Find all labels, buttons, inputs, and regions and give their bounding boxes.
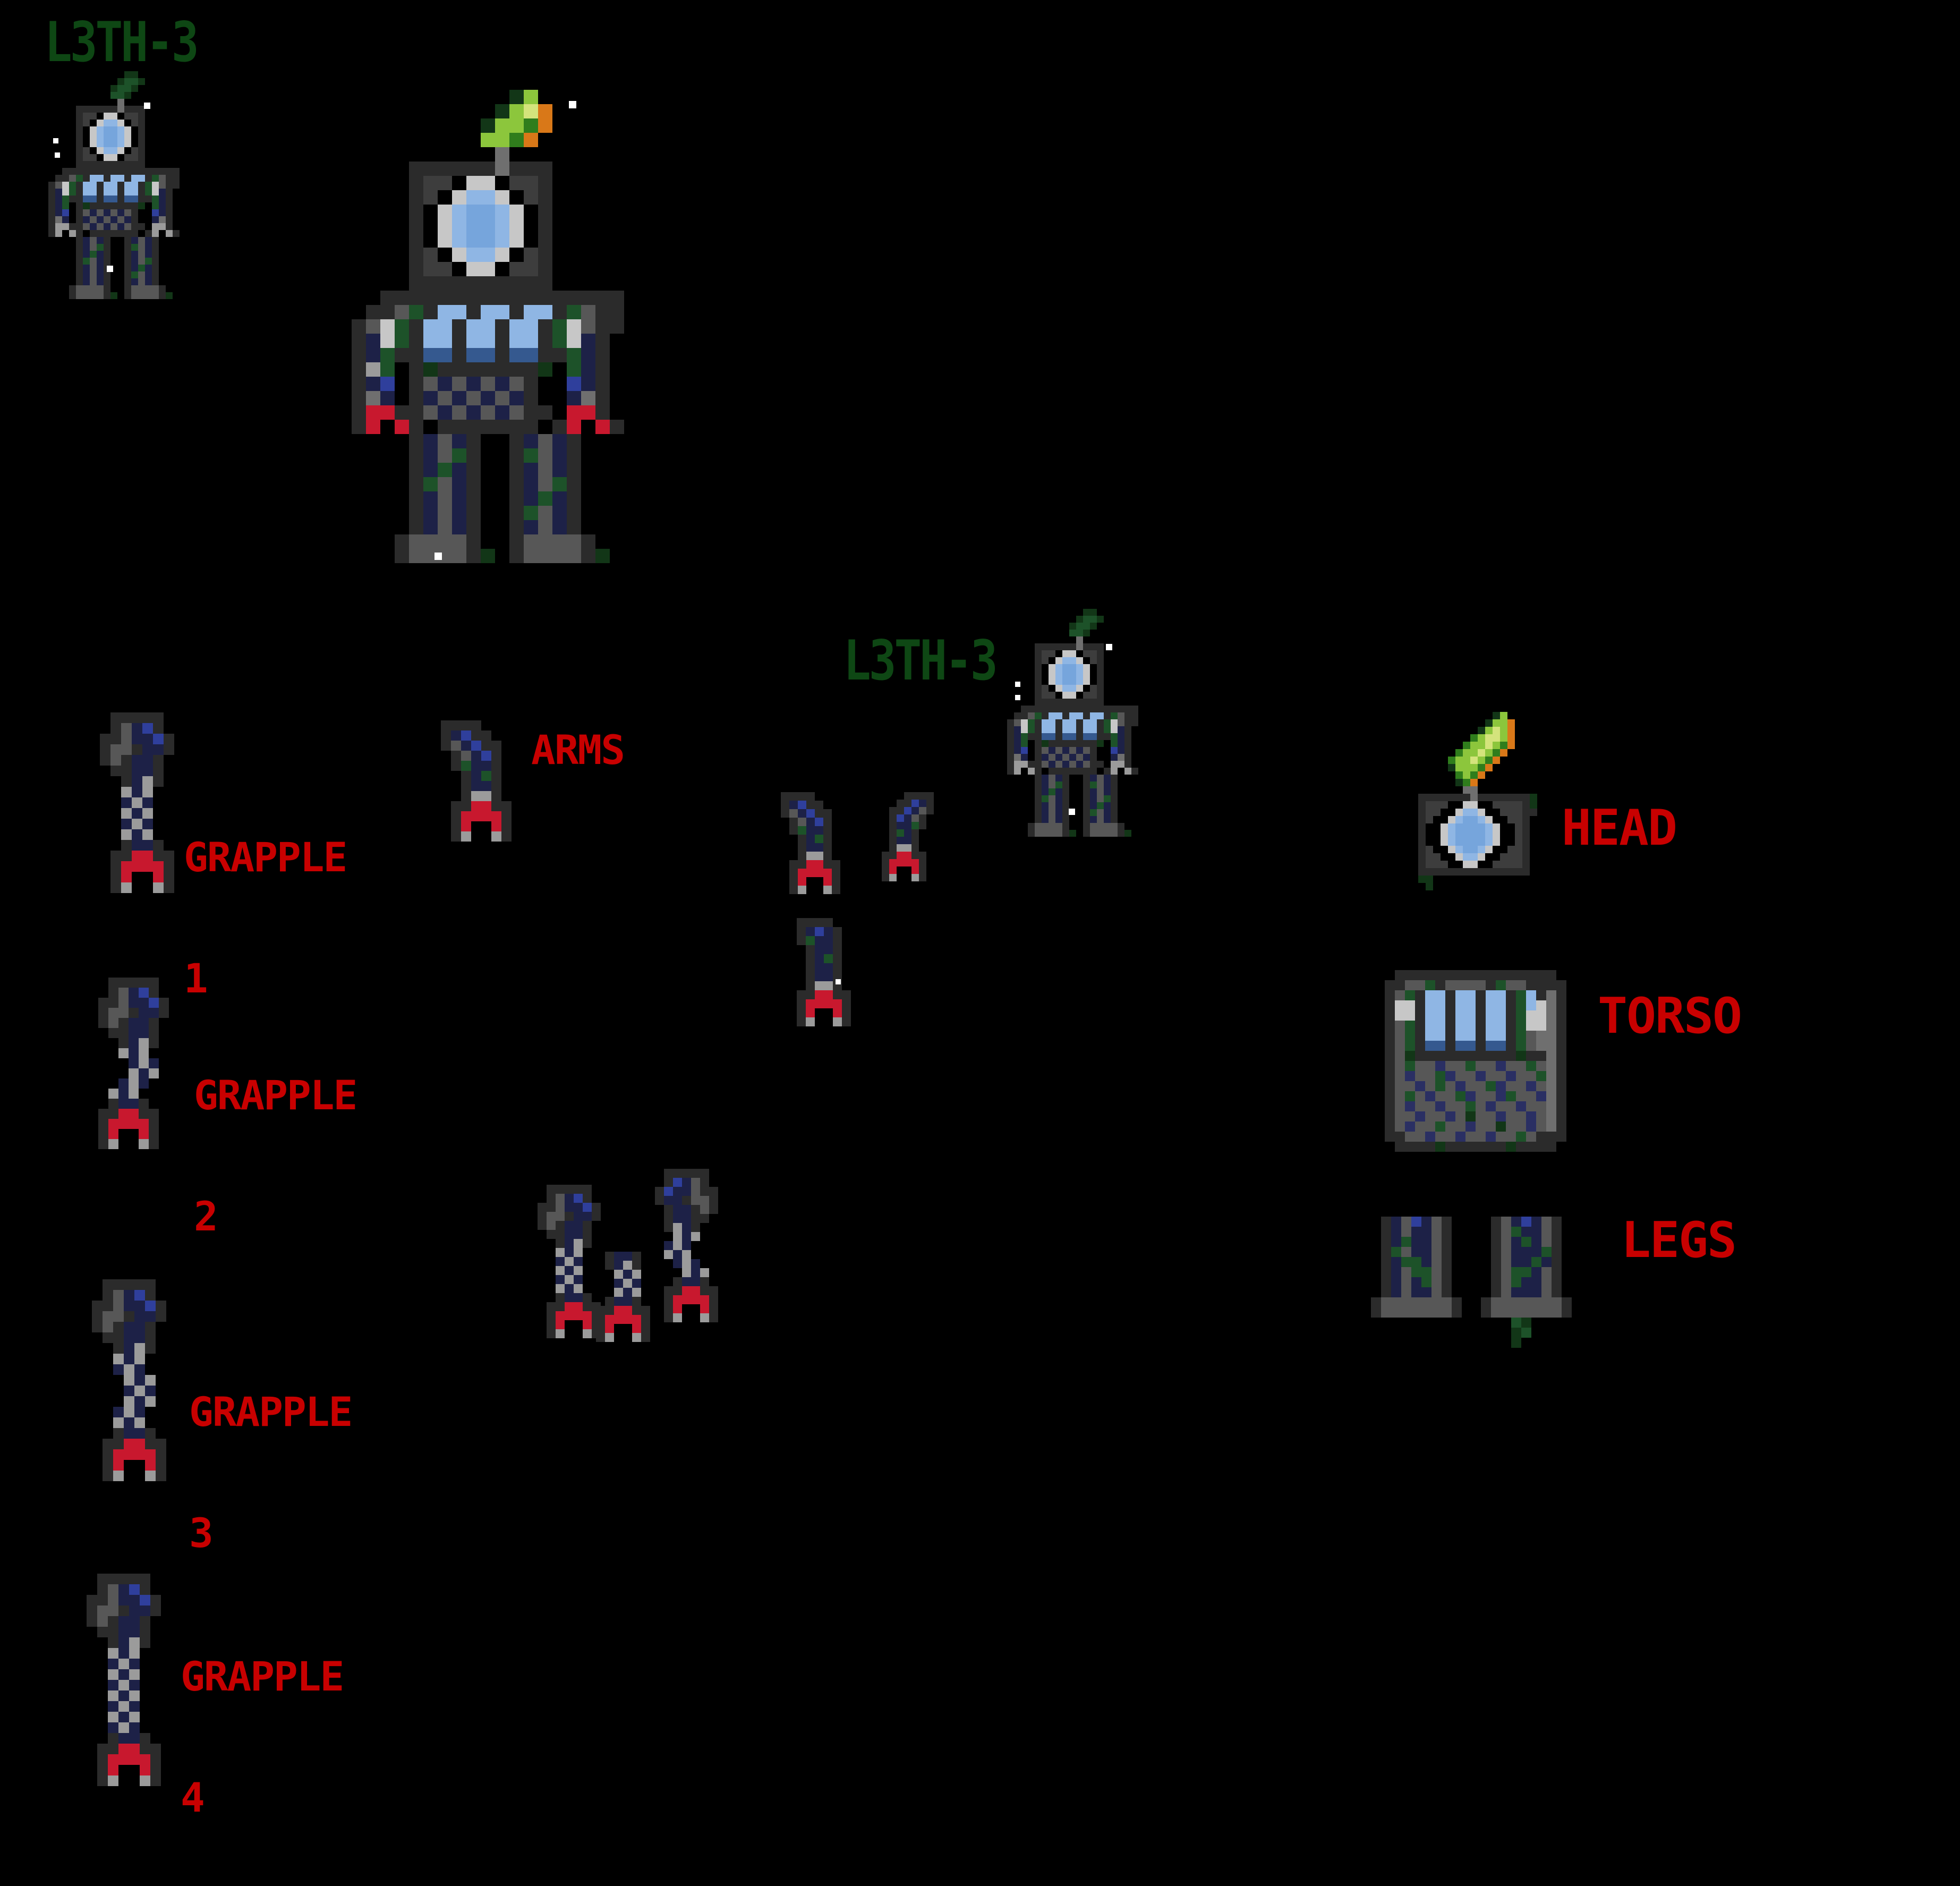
arm-sample-sprite [441, 720, 522, 842]
robot-small-sprite-2 [1000, 609, 1166, 837]
sparkle-dot [1106, 644, 1112, 650]
grapple-4-label-word: GRAPPLE [181, 1653, 344, 1700]
grapple-4-label: GRAPPLE 4 [181, 1576, 344, 1886]
head-label: HEAD [1562, 799, 1677, 856]
robot-large-sprite [337, 90, 681, 563]
sparkle-dot [107, 266, 113, 272]
torso-label: TORSO [1598, 987, 1742, 1044]
grapple-1-sprite [100, 712, 185, 893]
legs-label: LEGS [1621, 1211, 1737, 1269]
claw-cluster-mid-sprite [596, 1252, 650, 1342]
grapple-1-label-word: GRAPPLE [184, 834, 347, 881]
grapple-3-label: GRAPPLE 3 [189, 1311, 353, 1634]
arm-pair-left-sprite [781, 792, 849, 894]
grapple-3-label-number: 3 [189, 1509, 214, 1557]
sparkle-dot [144, 103, 150, 109]
sparkle-dot [434, 553, 442, 560]
torso-sprite [1385, 970, 1566, 1152]
grapple-1-label: GRAPPLE 1 [184, 757, 347, 1080]
leg-left-sprite [1371, 1217, 1462, 1318]
grapple-2-label-word: GRAPPLE [194, 1072, 357, 1119]
grapple-2-sprite [98, 978, 179, 1149]
grapple-4-label-number: 4 [181, 1774, 205, 1821]
sparkle-dot [1015, 682, 1020, 687]
sparkle-dot [569, 101, 576, 108]
grapple-3-label-word: GRAPPLE [189, 1388, 353, 1435]
grapple-4-sprite [87, 1574, 172, 1786]
arm-pair-right-sprite [874, 792, 934, 881]
grapple-3-sprite [92, 1279, 177, 1481]
grapple-1-label-number: 1 [184, 955, 208, 1002]
claw-cluster-right-sprite [646, 1169, 718, 1322]
head-sprite [1418, 712, 1537, 890]
leg-right-sprite [1481, 1217, 1572, 1348]
grapple-2-label: GRAPPLE 2 [194, 995, 357, 1318]
robot-small-sprite-1 [41, 71, 207, 299]
sparkle-dot [53, 138, 58, 143]
sparkle-dot [1015, 695, 1020, 700]
sparkle-dot [1069, 809, 1075, 815]
sparkle-dot [836, 979, 841, 984]
robot-name-label-1: L3TH-3 [45, 11, 199, 74]
sparkle-dot [55, 152, 60, 158]
robot-name-label-2: L3TH-3 [843, 629, 998, 693]
arms-label: ARMS [531, 726, 625, 774]
arm-single-sprite [797, 918, 851, 1026]
grapple-2-label-number: 2 [194, 1193, 218, 1240]
